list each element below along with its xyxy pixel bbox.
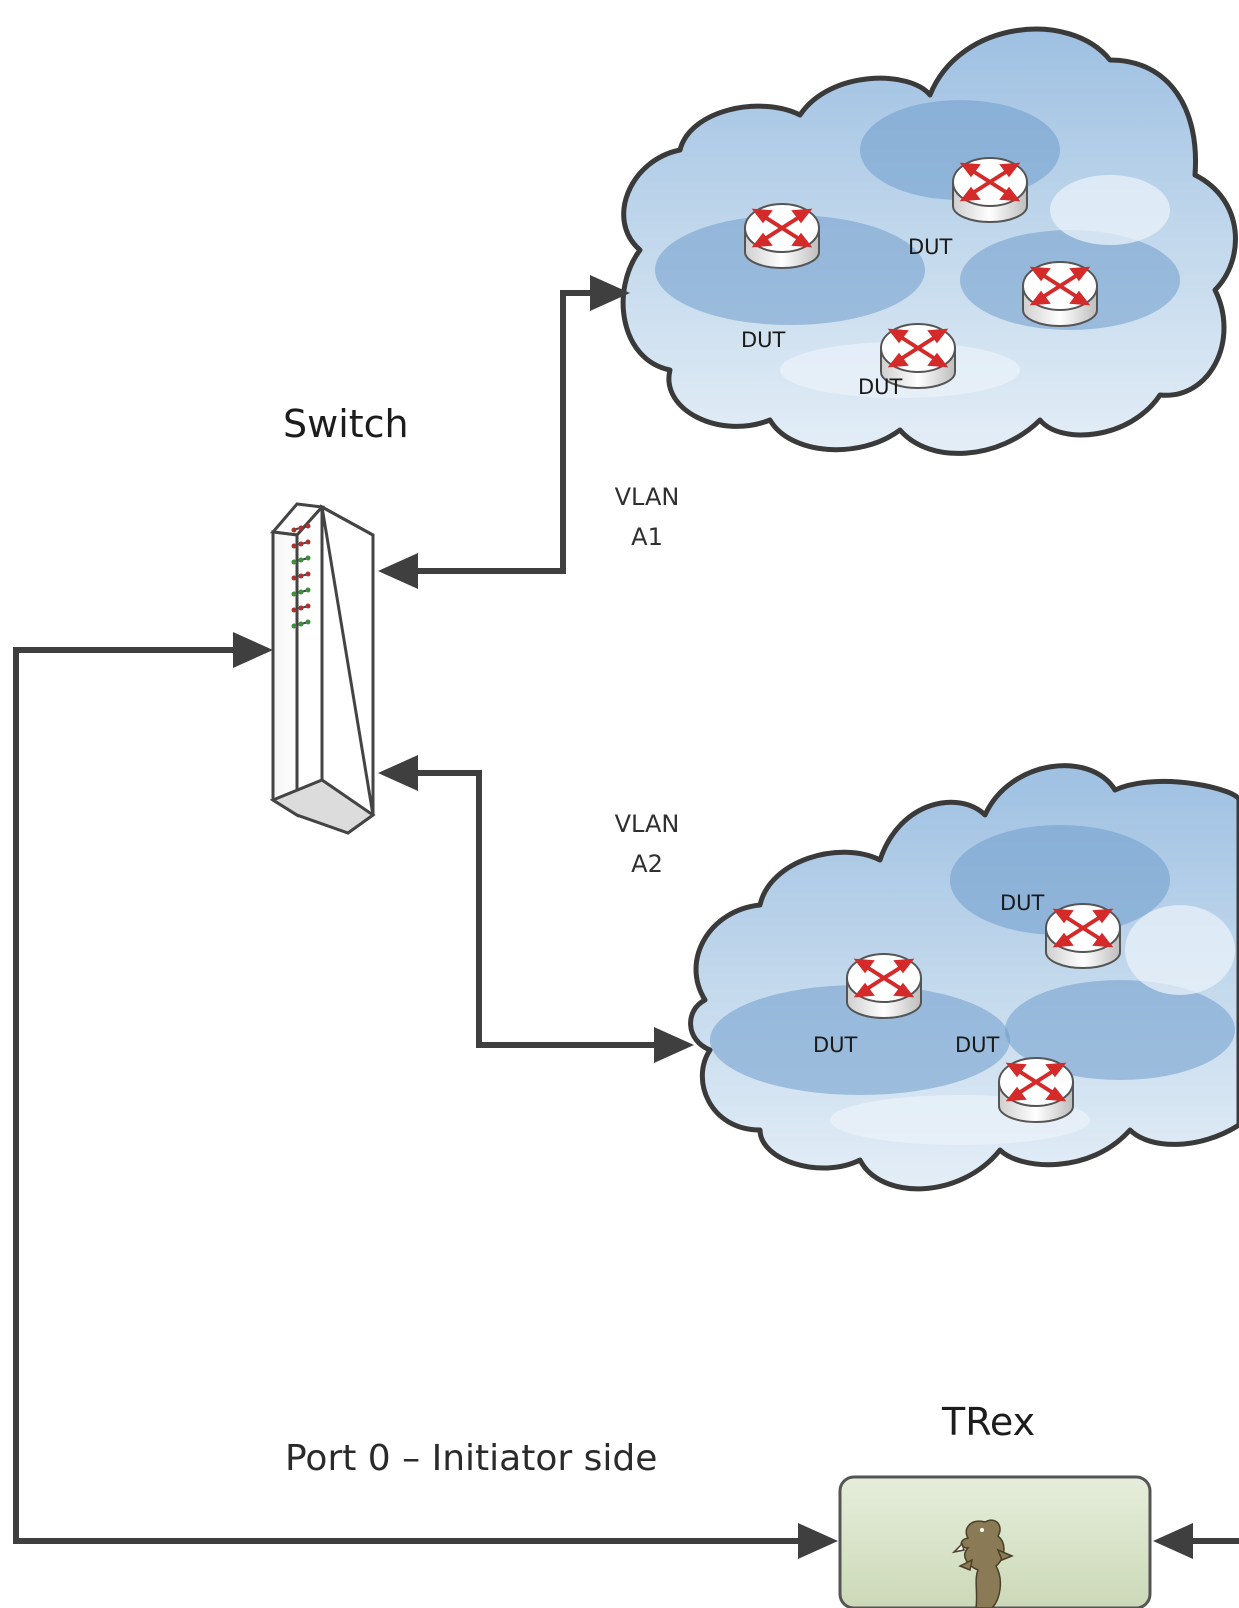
router-icon xyxy=(997,1056,1075,1124)
router-icon xyxy=(743,202,821,270)
trex-label: TRex xyxy=(941,1400,1035,1444)
dut-label: DUT xyxy=(741,328,786,352)
vlan-a1-link xyxy=(378,275,630,589)
vlan-a1-label-line2: A1 xyxy=(631,523,663,551)
vlan-a2-link xyxy=(378,755,694,1063)
vlan-a1-label-line1: VLAN xyxy=(615,483,680,511)
dut-label: DUT xyxy=(813,1033,858,1057)
dut-label: DUT xyxy=(955,1033,1000,1057)
cloud-network-2: DUT DUT DUT xyxy=(688,763,1239,1192)
router-icon xyxy=(1021,260,1099,328)
trex-box xyxy=(838,1475,1152,1608)
switch-icon xyxy=(269,502,376,835)
router-icon xyxy=(951,156,1029,224)
router-icon xyxy=(1044,902,1122,970)
trex-dinosaur-icon xyxy=(951,1519,1014,1608)
port1-link xyxy=(1153,1523,1239,1559)
dut-label: DUT xyxy=(858,375,903,399)
vlan-a2-label-line1: VLAN xyxy=(615,810,680,838)
vlan-a2-label-line2: A2 xyxy=(631,850,663,878)
cloud-network-1: DUT DUT DUT xyxy=(620,26,1238,456)
port0-link xyxy=(13,632,838,1559)
switch-label: Switch xyxy=(283,402,409,446)
dut-label: DUT xyxy=(1000,891,1045,915)
port0-label: Port 0 – Initiator side xyxy=(285,1438,657,1479)
dut-label: DUT xyxy=(908,235,953,259)
router-icon xyxy=(845,952,923,1020)
